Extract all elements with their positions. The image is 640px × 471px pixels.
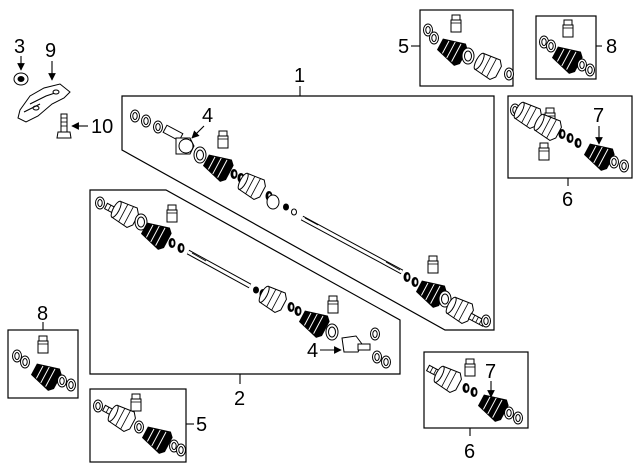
outer-joint-1 xyxy=(266,194,280,210)
kit-box-8-bottom: 8 xyxy=(7,303,79,399)
kit-box-5-top: 5 xyxy=(398,9,514,87)
callout-5-top: 5 xyxy=(398,36,409,58)
kit-box-8-top: 8 xyxy=(535,15,617,80)
bolt-part xyxy=(56,113,72,139)
callout-9: 9 xyxy=(45,40,56,62)
callout-6-top: 6 xyxy=(562,189,573,211)
callout-7-bottom: 7 xyxy=(485,361,496,383)
callout-3: 3 xyxy=(14,36,25,58)
kit-box-5-bottom: 5 xyxy=(89,388,207,463)
nut-part xyxy=(13,72,29,86)
callout-8-top: 8 xyxy=(606,36,617,58)
outer-joint-2 xyxy=(341,335,371,353)
callout-4-bottom: 4 xyxy=(307,340,318,362)
callout-7-top: 7 xyxy=(593,105,604,127)
callout-6-bottom: 6 xyxy=(464,441,475,463)
frame-2 xyxy=(89,189,401,375)
bracket-part xyxy=(17,83,71,123)
inner-joint-1 xyxy=(162,124,195,155)
frame-1 xyxy=(121,95,495,331)
callout-5-bottom: 5 xyxy=(196,414,207,436)
kit-box-6-bottom: 6 7 xyxy=(423,351,529,463)
callout-1: 1 xyxy=(294,65,305,87)
bracket-group: 3 9 10 xyxy=(13,36,113,139)
callout-10: 10 xyxy=(91,116,113,138)
axle-assembly-2: 2 4 xyxy=(89,189,401,410)
axle-assembly-1: 1 4 xyxy=(121,65,495,331)
callout-4-top: 4 xyxy=(202,105,213,127)
kit-box-6-top: 6 7 xyxy=(507,95,633,211)
callout-8-bottom: 8 xyxy=(37,303,48,325)
callout-2: 2 xyxy=(234,388,245,410)
